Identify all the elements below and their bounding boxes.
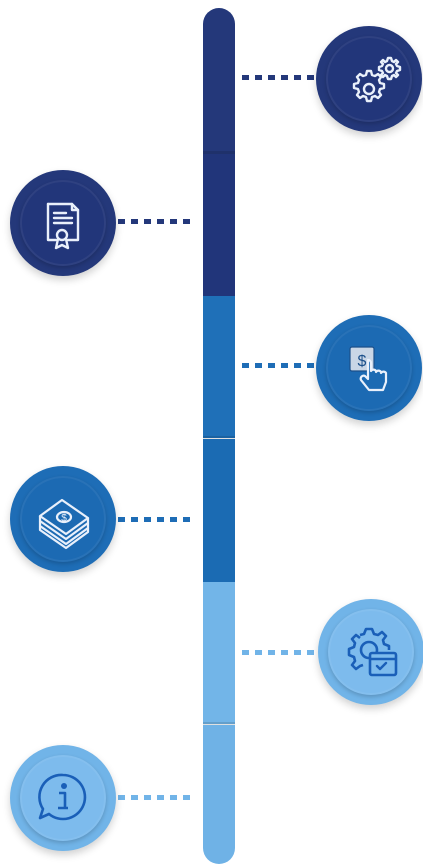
step-node-4: $ <box>10 466 116 572</box>
spine-divider <box>203 151 235 154</box>
step-node-3: $ <box>316 315 422 421</box>
connector-2 <box>118 219 198 224</box>
spine-segment-3 <box>203 296 235 438</box>
certificate-icon <box>46 202 80 250</box>
spine-segment-5 <box>203 582 235 724</box>
info-bubble-icon <box>38 773 87 821</box>
step-node-5 <box>318 599 423 705</box>
connector-5 <box>242 650 320 655</box>
connector-4 <box>118 517 198 522</box>
cash-stack-icon: $ <box>38 498 90 550</box>
gears-icon <box>352 56 402 103</box>
svg-text:$: $ <box>61 513 67 524</box>
gear-calendar-icon <box>347 627 398 677</box>
step-node-6 <box>10 745 116 851</box>
step-node-2 <box>10 170 116 276</box>
spine-divider <box>203 436 235 439</box>
spine-segment-4 <box>203 439 235 582</box>
connector-6 <box>118 795 198 800</box>
spine-segment-1 <box>203 8 235 154</box>
timeline-spine <box>203 8 235 864</box>
spine-divider <box>203 722 235 725</box>
connector-3 <box>242 363 320 368</box>
spine-segment-6 <box>203 725 235 864</box>
svg-text:$: $ <box>358 353 367 370</box>
connector-1 <box>242 75 320 80</box>
spine-segment-2 <box>203 154 235 296</box>
step-node-1 <box>316 26 422 132</box>
dollar-touch-icon: $ <box>349 346 388 392</box>
